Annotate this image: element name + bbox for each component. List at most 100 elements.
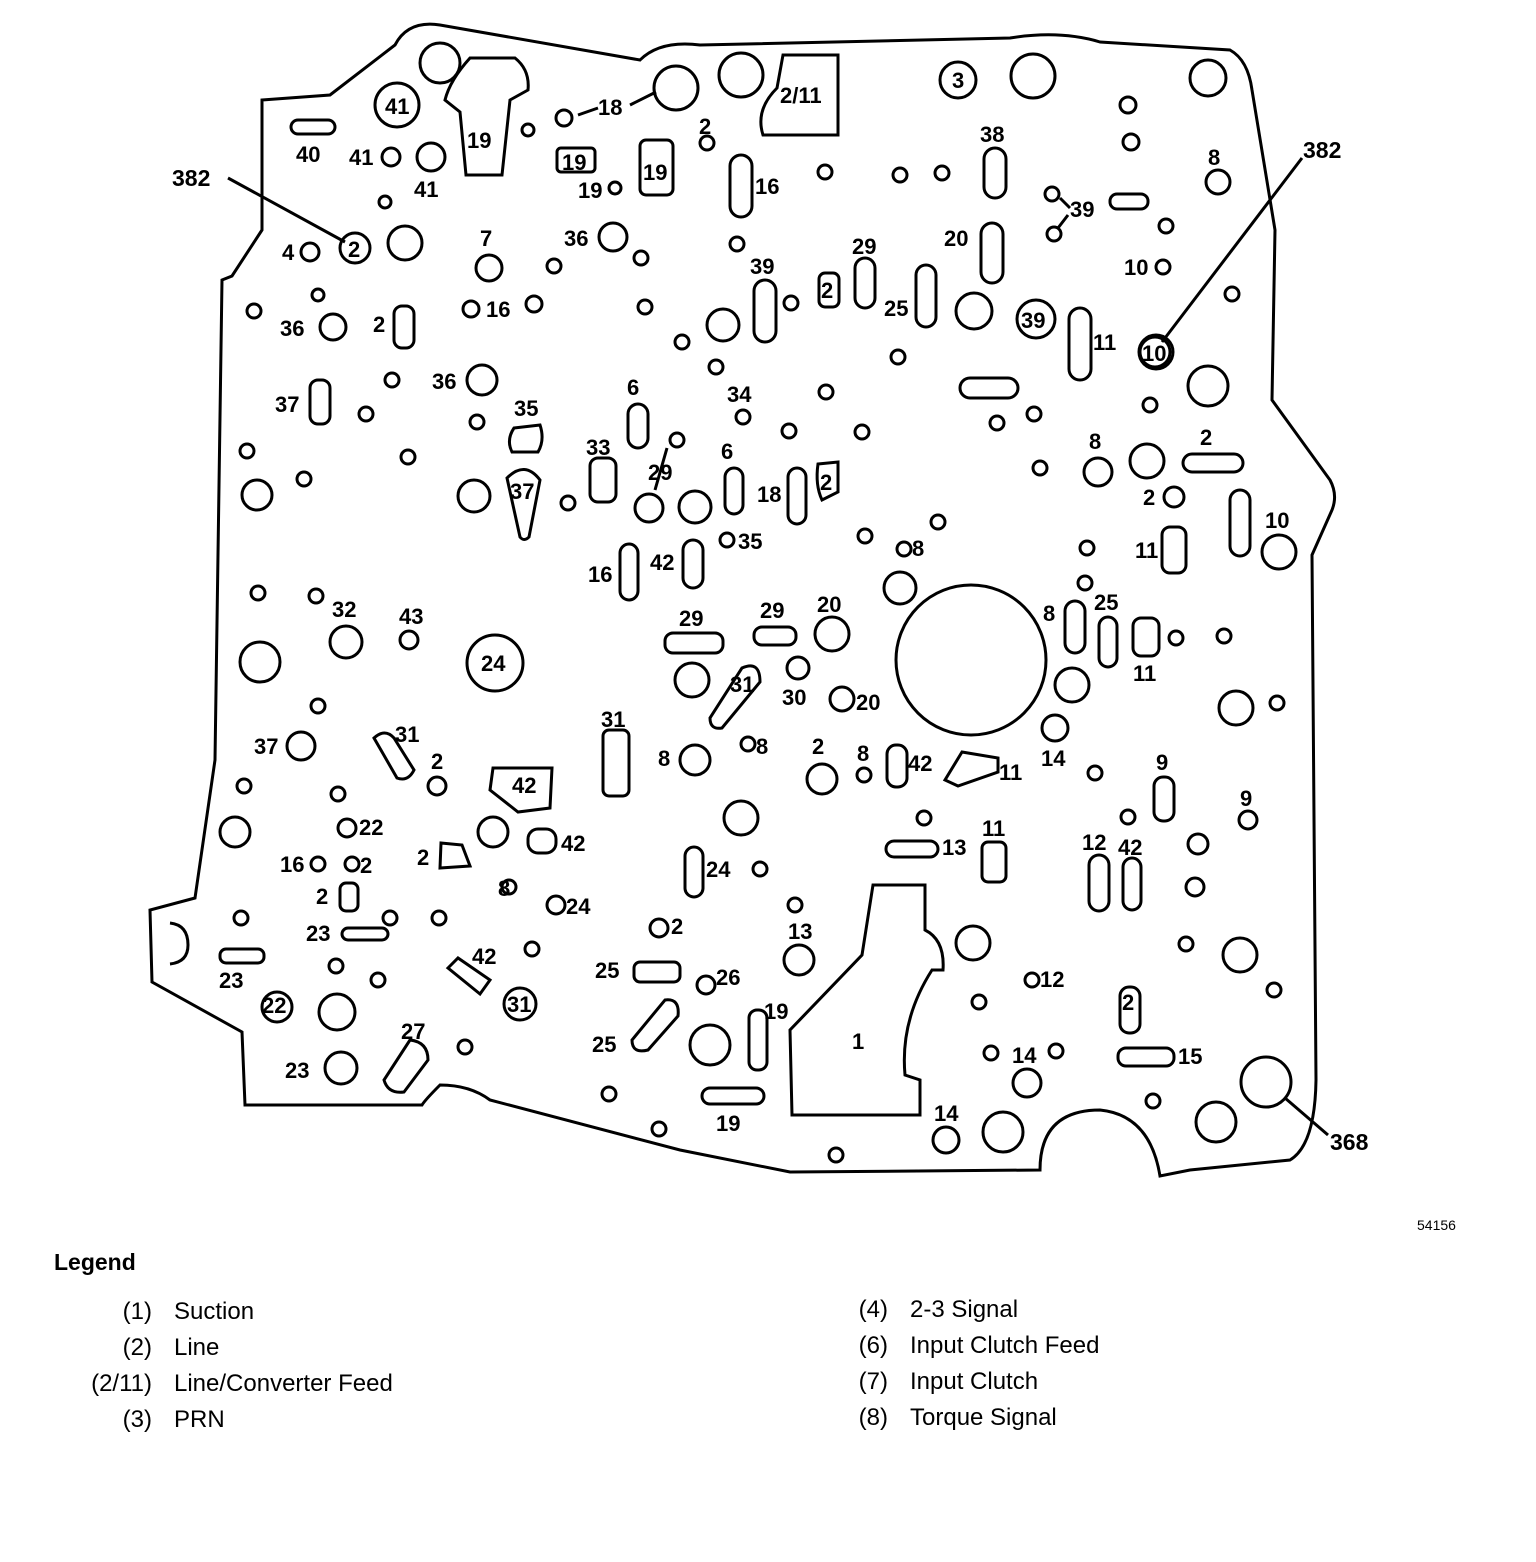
diagram-label: 2 xyxy=(373,312,385,337)
passage-19-top xyxy=(443,56,530,177)
diagram-label: 11 xyxy=(999,760,1022,785)
diagram-label: 8 xyxy=(658,746,670,771)
diagram-label: 41 xyxy=(414,177,438,202)
diagram-label: 36 xyxy=(564,226,588,251)
valve-body-spacer-plate-diagram: 41 19 18 2 2/11 3 40 41 41 19 19 19 16 3… xyxy=(148,22,1369,1178)
diagram-label: 2 xyxy=(812,734,824,759)
diagram-label: 37 xyxy=(510,479,534,504)
diagram-label: 13 xyxy=(942,835,966,860)
diagram-label: 3 xyxy=(952,68,964,93)
callout-382-right: 382 xyxy=(1303,137,1341,163)
diagram-label: 2 xyxy=(348,237,360,262)
diagram-label: 34 xyxy=(727,382,752,407)
diagram-label: 2 xyxy=(431,749,443,774)
diagram-label: 7 xyxy=(480,226,492,251)
diagram-label: 42 xyxy=(1118,835,1142,860)
diagram-label: 13 xyxy=(788,919,812,944)
diagram-label: 25 xyxy=(595,958,619,983)
diagram-label: 25 xyxy=(592,1032,616,1057)
diagram-label: 42 xyxy=(650,550,674,575)
diagram-label: 11 xyxy=(982,816,1005,841)
diagram-label: 29 xyxy=(648,460,672,485)
diagram-label: 41 xyxy=(349,145,373,170)
diagram-label: 32 xyxy=(332,597,356,622)
diagram-label: 11 xyxy=(1093,330,1116,355)
diagram-label: 12 xyxy=(1040,967,1064,992)
diagram-label: 31 xyxy=(730,672,754,697)
diagram-label: 2 xyxy=(820,470,832,495)
diagram-label: 14 xyxy=(1041,746,1066,771)
diagram-label: 38 xyxy=(980,122,1004,147)
suction-cutout xyxy=(788,883,945,1117)
diagram-label: 2 xyxy=(360,853,372,878)
diagram-label: 8 xyxy=(756,734,768,759)
diagram-label: 25 xyxy=(884,296,908,321)
diagram-label: 16 xyxy=(280,852,304,877)
diagram-label: 23 xyxy=(219,968,243,993)
diagram-label: 29 xyxy=(760,598,784,623)
diagram-label: 2 xyxy=(316,884,328,909)
legend-item: (8) Torque Signal xyxy=(858,1404,1057,1431)
diagram-label: 29 xyxy=(852,234,876,259)
diagram-label: 20 xyxy=(817,592,841,617)
diagram-label: 42 xyxy=(512,773,536,798)
diagram-label: 16 xyxy=(755,174,779,199)
diagram-label: 2/11 xyxy=(780,83,822,108)
diagram-label: 39 xyxy=(750,254,774,279)
diagram-label: 16 xyxy=(486,297,510,322)
diagram-label: 19 xyxy=(578,178,602,203)
diagram-label: 42 xyxy=(908,751,932,776)
diagram-label: 35 xyxy=(514,396,538,421)
legend-item: (2) Line xyxy=(122,1334,220,1361)
diagram-label: 19 xyxy=(562,150,586,175)
legend-item: (4) 2-3 Signal xyxy=(858,1296,1019,1323)
diagram-label: 24 xyxy=(481,651,506,676)
callout-368: 368 xyxy=(1330,1129,1369,1155)
diagram-label: 22 xyxy=(359,815,383,840)
diagram-label: 11 xyxy=(1135,538,1158,563)
diagram-label: 26 xyxy=(716,965,740,990)
passage-2-11 xyxy=(759,53,840,137)
diagram-label: 37 xyxy=(275,392,299,417)
diagram-label: 1 xyxy=(852,1029,864,1054)
diagram-label: 24 xyxy=(566,894,591,919)
diagram-label: 6 xyxy=(627,375,639,400)
diagram-label: 20 xyxy=(856,690,880,715)
diagram-label: 37 xyxy=(254,734,278,759)
diagram-label: 6 xyxy=(721,439,733,464)
diagram-label: 16 xyxy=(588,562,612,587)
diagram-label: 9 xyxy=(1156,750,1168,775)
diagram-label: 2 xyxy=(821,278,833,303)
diagram-label: 43 xyxy=(399,604,423,629)
legend-item: (7) Input Clutch xyxy=(858,1368,1039,1395)
diagram-label: 2 xyxy=(1143,485,1155,510)
left-ear-slot xyxy=(169,921,190,966)
diagram-label: 23 xyxy=(306,921,330,946)
plate-outline xyxy=(148,22,1337,1178)
diagram-label: 29 xyxy=(679,606,703,631)
legend-title: Legend xyxy=(54,1249,136,1275)
diagram-label: 2 xyxy=(1122,990,1134,1015)
diagram-label: 11 xyxy=(1133,661,1156,686)
diagram-label: 19 xyxy=(467,128,491,153)
diagram-label: 2 xyxy=(671,914,683,939)
passage-37-teardrop xyxy=(505,468,542,541)
diagram-label: 18 xyxy=(757,482,781,507)
diagram-label: 2 xyxy=(417,845,429,870)
diagram-label: 14 xyxy=(1012,1043,1037,1068)
diagram-label: 8 xyxy=(1089,429,1101,454)
diagram-label: 33 xyxy=(586,435,610,460)
diagram-label: 8 xyxy=(498,876,510,901)
diagram-label: 40 xyxy=(296,142,320,167)
legend-item: (3) PRN xyxy=(122,1406,225,1433)
diagram-label: 8 xyxy=(857,741,869,766)
diagram-label: 30 xyxy=(782,685,806,710)
diagram-label: 10 xyxy=(1142,341,1166,366)
diagram-label: 22 xyxy=(262,993,286,1018)
diagram-label: 31 xyxy=(601,707,625,732)
diagram-label: 27 xyxy=(401,1019,425,1044)
central-bore xyxy=(894,583,1048,737)
diagram-label: 25 xyxy=(1094,590,1118,615)
diagram-label: 41 xyxy=(385,94,409,119)
diagram-label: 19 xyxy=(643,160,667,185)
